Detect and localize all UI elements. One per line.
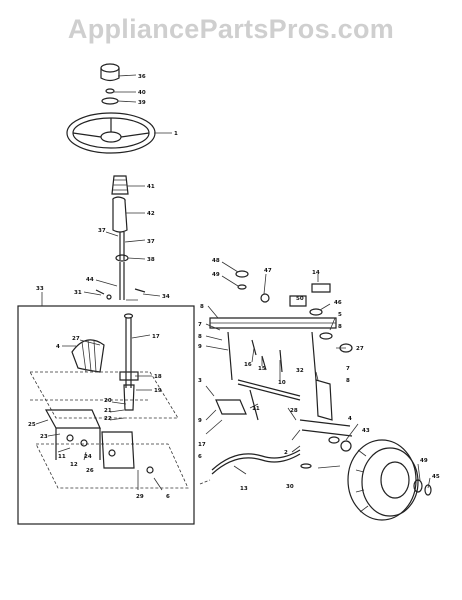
- mounting-plate-outline: [29, 371, 189, 489]
- callout-37: 37: [147, 239, 155, 245]
- callout-31: 31: [74, 290, 82, 296]
- callout-19: 19: [154, 388, 162, 394]
- washer: [101, 88, 119, 105]
- callout-11: 11: [58, 454, 66, 460]
- callout-4: 4: [56, 344, 60, 350]
- callout-7: 7: [198, 322, 202, 328]
- callout-8: 8: [200, 304, 204, 310]
- callout-37: 37: [98, 228, 106, 234]
- front-wheel: [347, 439, 419, 521]
- callout-50: 50: [296, 296, 304, 302]
- steering-adapter: [111, 175, 129, 195]
- drag-link: [199, 449, 301, 485]
- callout-1: 1: [174, 131, 178, 137]
- leader-lines-right: [205, 261, 431, 489]
- callout-21: 21: [104, 408, 112, 414]
- leader-lines: [35, 74, 172, 491]
- callout-14: 14: [312, 270, 320, 276]
- callout-28: 28: [290, 408, 298, 414]
- callout-24: 24: [84, 454, 92, 460]
- steering-bracket: [44, 409, 154, 474]
- callout-4: 4: [348, 416, 352, 422]
- callout-20: 20: [104, 398, 112, 404]
- callout-49: 49: [420, 458, 428, 464]
- callout-10: 10: [278, 380, 286, 386]
- lower-steering-shaft: [119, 313, 139, 411]
- callout-8: 8: [346, 378, 350, 384]
- callout-26: 26: [86, 468, 94, 474]
- callout-6: 6: [166, 494, 170, 500]
- callout-46: 46: [334, 300, 342, 306]
- callout-36: 36: [138, 74, 146, 80]
- callout-8: 8: [198, 334, 202, 340]
- callout-17: 17: [152, 334, 160, 340]
- callout-47: 47: [264, 268, 272, 274]
- callout-18: 18: [154, 374, 162, 380]
- callout-33: 33: [36, 286, 44, 292]
- upper-steering-shaft: [95, 232, 146, 300]
- callout-30: 30: [286, 484, 294, 490]
- callout-41: 41: [147, 184, 155, 190]
- steering-cap: [100, 63, 120, 82]
- callout-9: 9: [198, 418, 202, 424]
- watermark: AppliancePartsPros.com: [67, 14, 395, 44]
- pivot-hardware: [235, 270, 353, 373]
- callout-22: 22: [104, 416, 112, 422]
- callout-2: 2: [284, 450, 288, 456]
- callout-49: 49: [212, 272, 220, 278]
- callout-16: 16: [244, 362, 252, 368]
- callout-27: 27: [72, 336, 80, 342]
- callout-43: 43: [362, 428, 370, 434]
- callout-25: 25: [28, 422, 36, 428]
- callout-44: 44: [86, 277, 94, 283]
- callout-15: 15: [258, 366, 266, 372]
- callout-13: 13: [240, 486, 248, 492]
- callout-27: 27: [356, 346, 364, 352]
- callout-12: 12: [70, 462, 78, 468]
- steering-crossbar: [209, 317, 337, 381]
- callout-39: 39: [138, 100, 146, 106]
- callout-3: 3: [198, 378, 202, 384]
- steering-wheel: [66, 112, 156, 154]
- callout-38: 38: [147, 257, 155, 263]
- callout-9: 9: [198, 344, 202, 350]
- callout-29: 29: [136, 494, 144, 500]
- callout-labels: 36 40 39 1 41 42 37 37 38 44 31 34 33 17…: [28, 74, 440, 500]
- callout-45: 45: [432, 474, 440, 480]
- callout-34: 34: [162, 294, 170, 300]
- callout-17: 17: [198, 442, 206, 448]
- inset-box: [17, 292, 195, 525]
- callout-42: 42: [147, 211, 155, 217]
- tie-rod: [215, 379, 301, 421]
- callout-11: 11: [252, 406, 260, 412]
- callout-7: 7: [346, 366, 350, 372]
- callout-32: 32: [296, 368, 304, 374]
- callout-8: 8: [338, 324, 342, 330]
- callout-5: 5: [338, 312, 342, 318]
- steering-shaft-bellows: [112, 196, 128, 233]
- wheel-hardware: [340, 440, 432, 496]
- callout-6: 6: [198, 454, 202, 460]
- spindle-assembly: [299, 379, 353, 469]
- callout-40: 40: [138, 90, 146, 96]
- callout-23: 23: [40, 434, 48, 440]
- callout-48: 48: [212, 258, 220, 264]
